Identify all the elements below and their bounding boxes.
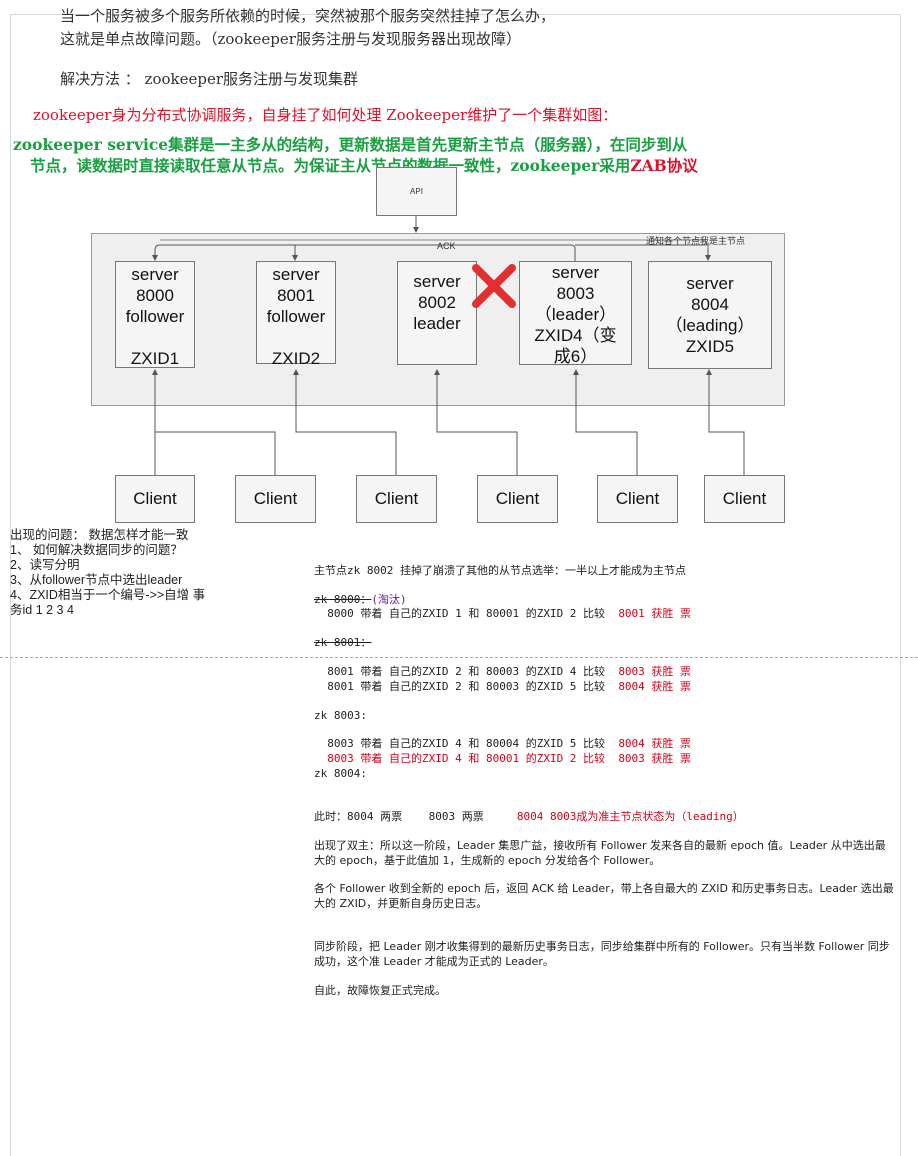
intro-solution: 解决方法 ： zookeeper服务注册与发现集群 bbox=[60, 70, 358, 88]
zk-8000-text: zk 8000： bbox=[314, 593, 372, 606]
compare-result: 8003 获胜 票 bbox=[618, 752, 692, 765]
server-8000: server 8000 follower ZXID1 bbox=[115, 261, 195, 368]
leading-result: 8004 8003成为准主节点状态为（leading） bbox=[516, 810, 744, 823]
left-notes-title: 出现的问题： 数据怎样才能一致 bbox=[10, 528, 189, 542]
client-box-5: Client bbox=[597, 475, 678, 523]
green-line-2-text: 节点，读数据时直接读取任意从节点。为保证主从节点的数据一致性，zookeeper… bbox=[30, 156, 631, 175]
compare-row-2: 8001 带着 自己的ZXID 2 和 80003 的ZXID 4 比较 800… bbox=[314, 664, 691, 679]
compare-result: 8003 获胜 票 bbox=[618, 665, 692, 678]
client-box-2: Client bbox=[235, 475, 316, 523]
server-8002: server 8002 leader bbox=[397, 261, 477, 365]
zab-protocol-label: ZAB协议 bbox=[630, 156, 698, 175]
left-note-item: 4、ZXID相当于一个编号->>自增 事 bbox=[10, 588, 206, 602]
compare-row-3: 8001 带着 自己的ZXID 2 和 80003 的ZXID 5 比较 800… bbox=[314, 679, 691, 694]
phase-paragraph-3: 同步阶段，把 Leader 刚才收集得到的最新历史事务日志，同步给集群中所有的 … bbox=[314, 940, 890, 968]
eliminated-tag: (淘汰) bbox=[371, 593, 407, 606]
intro-line-2: 这就是单点故障问题。（zookeeper服务注册与发现服务器出现故障） bbox=[60, 30, 521, 48]
zk-8003-label: zk 8003: bbox=[314, 709, 367, 722]
ack-label: ACK bbox=[437, 241, 456, 251]
server-8004: server 8004 （leading） ZXID5 bbox=[648, 261, 772, 369]
intro-green-line-2: 节点，读数据时直接读取任意从节点。为保证主从节点的数据一致性，zookeeper… bbox=[30, 154, 698, 176]
compare-text: 8001 带着 自己的ZXID 2 和 80003 的ZXID 4 比较 bbox=[314, 665, 619, 678]
left-note-item: 务id 1 2 3 4 bbox=[10, 603, 74, 617]
compare-text: 8003 带着 自己的ZXID 4 和 80004 的ZXID 5 比较 bbox=[314, 737, 619, 750]
phase-paragraph-2: 各个 Follower 收到全新的 epoch 后，返回 ACK 给 Leade… bbox=[314, 882, 894, 910]
compare-result: 8004 获胜 票 bbox=[618, 680, 692, 693]
compare-row-4: 8003 带着 自己的ZXID 4 和 80004 的ZXID 5 比较 800… bbox=[314, 736, 691, 751]
page-frame-right bbox=[900, 14, 901, 1156]
server-8001: server 8001 follower ZXID2 bbox=[256, 261, 336, 368]
notify-label: 通知各个节点我是主节点 bbox=[646, 236, 746, 246]
compare-text: 8001 带着 自己的ZXID 2 和 80003 的ZXID 5 比较 bbox=[314, 680, 619, 693]
left-note-item: 3、从follower节点中选出leader bbox=[10, 573, 183, 587]
phase-paragraph-1: 出现了双主：所以这一阶段，Leader 集思广益，接收所有 Follower 发… bbox=[314, 839, 886, 867]
api-box: API bbox=[376, 167, 457, 216]
compare-result: 8004 获胜 票 bbox=[618, 737, 692, 750]
phase-paragraph-4: 自此，故障恢复正式完成。 bbox=[314, 984, 446, 997]
compare-row-1: 8000 带着 自己的ZXID 1 和 80001 的ZXID 2 比较 800… bbox=[314, 606, 691, 621]
zk-8001-label: zk 8001： bbox=[314, 636, 372, 649]
client-box-1: Client bbox=[115, 475, 195, 523]
vote-status: 此时：8004 两票 8003 两票 8004 8003成为准主节点状态为（le… bbox=[314, 809, 744, 824]
zk-8000-label: zk 8000：(淘汰) bbox=[314, 592, 407, 607]
election-heading: 主节点zk 8002 挂掉了崩溃了其他的从节点选举：一半以上才能成为主节点 bbox=[314, 564, 686, 577]
server-8003: server 8003 （leader） ZXID4（变 成6） bbox=[519, 261, 632, 366]
compare-text: 8000 带着 自己的ZXID 1 和 80001 的ZXID 2 比较 bbox=[314, 607, 619, 620]
compare-row-5: 8003 带着 自己的ZXID 4 和 80001 的ZXID 2 比较 800… bbox=[314, 751, 691, 766]
intro-line-1: 当一个服务被多个服务所依赖的时候，突然被那个服务突然挂掉了怎么办， bbox=[60, 7, 556, 25]
intro-red-note: zookeeper身为分布式协调服务，自身挂了如何处理 Zookeeper维护了… bbox=[33, 106, 618, 124]
left-note-item: 2、读写分明 bbox=[10, 558, 80, 572]
zk-8004-label: zk 8004: bbox=[314, 767, 367, 780]
left-notes: 出现的问题： 数据怎样才能一致 1、 如何解决数据同步的问题？ 2、读写分明 3… bbox=[10, 528, 205, 618]
intro-green-line-1: zookeeper service集群是一主多从的结构，更新数据是首先更新主节点… bbox=[13, 135, 688, 154]
left-note-item: 1、 如何解决数据同步的问题？ bbox=[10, 543, 183, 557]
client-box-3: Client bbox=[356, 475, 437, 523]
compare-text: 8003 带着 自己的ZXID 4 和 80001 的ZXID 2 比较 bbox=[314, 752, 619, 765]
vote-count-text: 此时：8004 两票 8003 两票 bbox=[314, 810, 517, 823]
page-break-line bbox=[0, 657, 918, 658]
page-frame-top bbox=[10, 14, 900, 15]
client-box-6: Client bbox=[704, 475, 785, 523]
page-frame-left bbox=[10, 14, 11, 1156]
failure-x-icon bbox=[472, 264, 516, 308]
compare-result: 8001 获胜 票 bbox=[618, 607, 692, 620]
client-box-4: Client bbox=[477, 475, 558, 523]
diagram-connectors bbox=[152, 215, 745, 475]
